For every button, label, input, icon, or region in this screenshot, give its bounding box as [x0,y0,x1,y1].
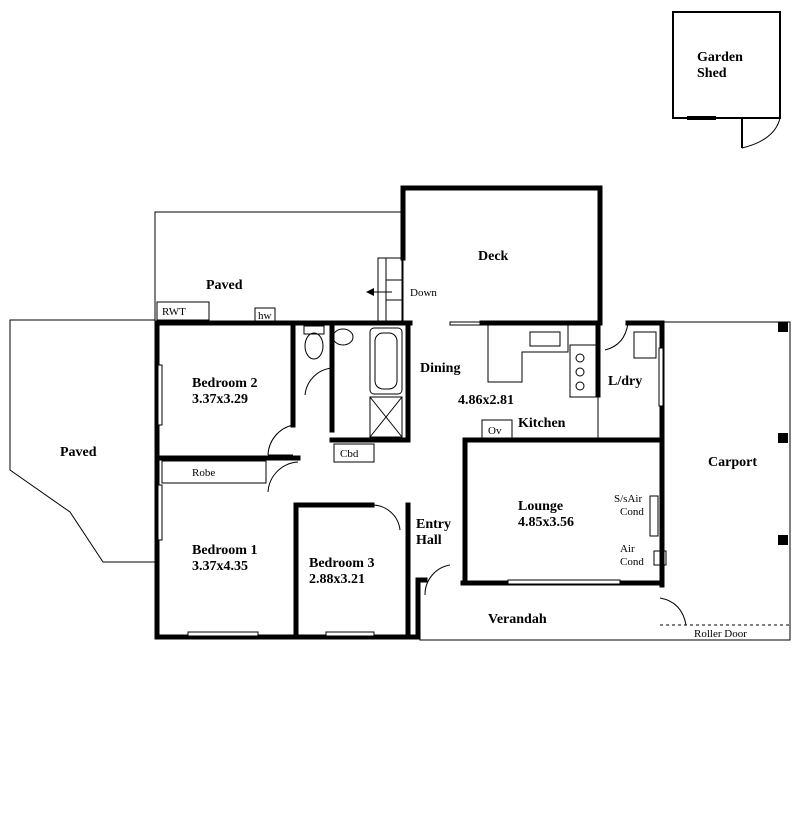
garden-shed-label: Garden [697,50,743,65]
air-cond-label-2: Cond [620,556,644,568]
ss-air-label-2: Cond [620,506,644,518]
lounge-label: Lounge [518,499,563,514]
verandah-label: Verandah [488,612,547,627]
bedroom2-label: Bedroom 2 [192,376,257,391]
outdoor-areas [9,211,791,641]
doors [267,322,687,626]
down-label: Down [410,287,437,299]
bedroom2-size: 3.37x3.29 [192,392,248,407]
ov-label: Ov [488,425,502,437]
cbd-label: Cbd [340,448,359,460]
paved-left-label: Paved [60,445,97,460]
deck-label: Deck [478,249,509,264]
air-cond-label: Air [620,543,635,555]
entry-label: Entry [416,517,451,532]
dining-size: 4.86x2.81 [458,393,514,408]
hall-label: Hall [416,533,442,548]
house-walls [154,320,665,640]
lounge-size: 4.85x3.56 [518,515,574,530]
dining-label: Dining [420,361,460,376]
rwt-label: RWT [162,306,186,318]
fixtures [156,301,790,626]
labels: Deck Paved Down RWT hw Paved Bedroom 2 3… [60,249,757,640]
roller-door-label: Roller Door [694,628,747,640]
laundry-label: L/dry [608,374,642,389]
bedroom1-label: Bedroom 1 [192,543,257,558]
garden-shed: Garden Shed [672,11,781,149]
garden-shed-label-2: Shed [697,66,727,81]
kitchen-label: Kitchen [518,416,566,431]
deck [400,185,603,325]
carport-label: Carport [708,455,757,470]
bedroom3-label: Bedroom 3 [309,556,374,571]
robe-label: Robe [192,467,215,479]
bedroom3-size: 2.88x3.21 [309,572,365,587]
bedroom1-size: 3.37x4.35 [192,559,248,574]
windows [157,321,664,637]
ss-air-label: S/sAir [614,493,642,505]
paved-top-label: Paved [206,278,243,293]
hw-label: hw [258,310,272,322]
